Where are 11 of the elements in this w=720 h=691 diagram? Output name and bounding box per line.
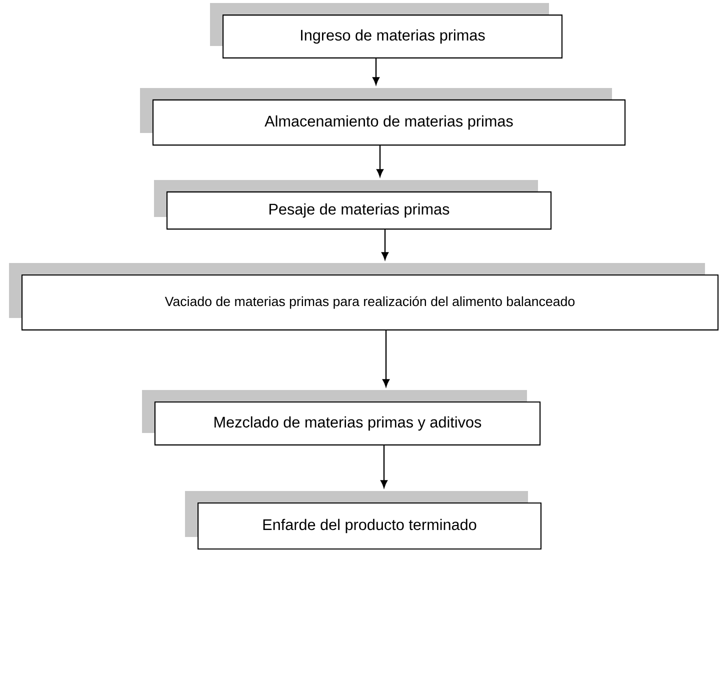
process-box: Enfarde del producto terminado [185,491,542,550]
arrow [382,330,390,387]
process-box: Ingreso de materias primas [210,3,562,58]
process-box: Pesaje de materias primas [154,180,552,230]
process-box: Almacenamiento de materias primas [140,88,626,146]
arrow [372,58,380,85]
process-box: Mezclado de materias primas y aditivos [142,390,541,446]
arrow [380,446,388,488]
arrow [376,146,384,177]
process-box: Vaciado de materias primas para realización del alimento balanceado [9,263,719,330]
arrow [382,230,388,260]
